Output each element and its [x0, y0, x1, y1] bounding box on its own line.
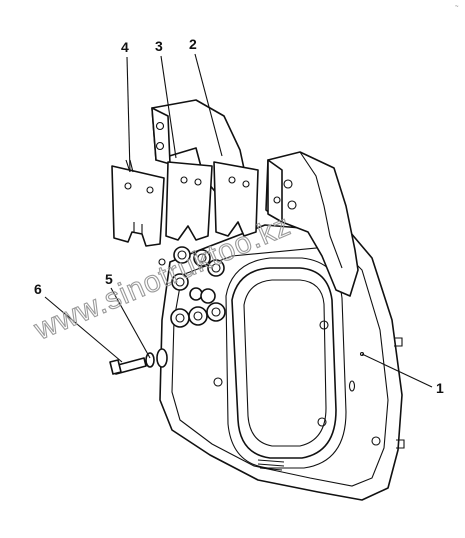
shim-part-2 — [213, 161, 259, 237]
mounting-plate — [158, 224, 405, 501]
leader-lines — [44, 53, 433, 388]
callout-3: 3 — [155, 38, 163, 54]
callout-2: 2 — [189, 36, 197, 52]
callout-5: 5 — [105, 271, 113, 287]
right-bracket — [265, 151, 359, 297]
bolt-part-6 — [109, 357, 147, 375]
shim-part-3 — [165, 161, 213, 241]
callout-1: 1 — [436, 380, 444, 396]
washer-part-5 — [145, 348, 168, 368]
callout-4: 4 — [121, 39, 129, 55]
callout-6: 6 — [34, 281, 42, 297]
corner-mark: ~ — [455, 4, 459, 10]
shim-part-4 — [111, 165, 165, 247]
